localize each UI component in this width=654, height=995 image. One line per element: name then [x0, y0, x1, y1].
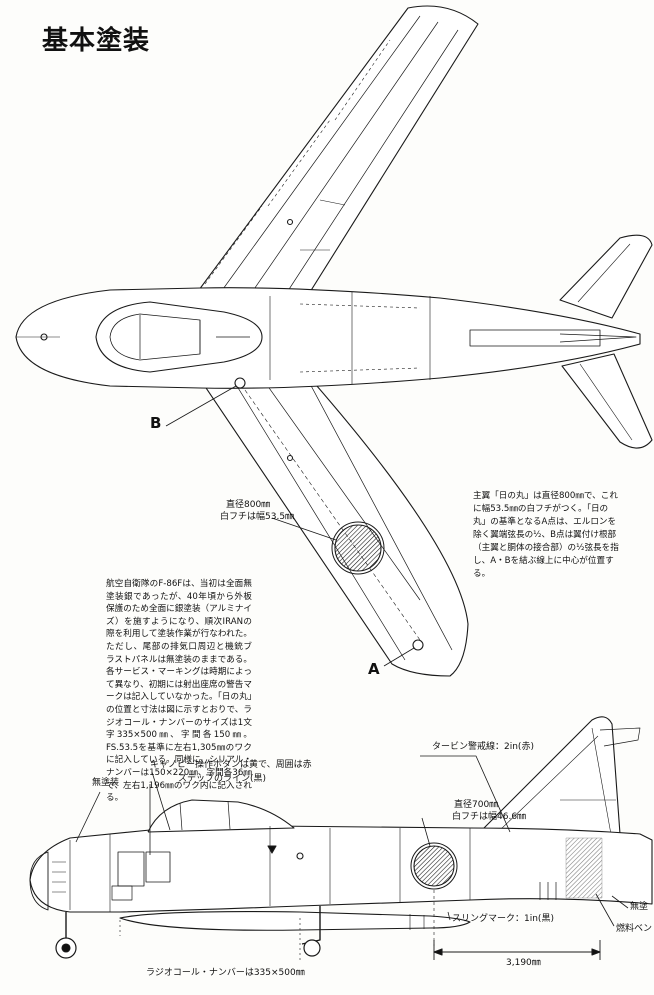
page-title: 基本塗装 — [42, 26, 151, 56]
lower-stabilizer — [561, 353, 653, 449]
main-wing-note: 主翼「日の丸」は直径800㎜で、これに幅53.5㎜の白フチがつく。「日の丸」の基… — [473, 491, 619, 579]
drop-tank — [119, 911, 471, 931]
fuselage-side — [29, 825, 653, 913]
side-canopy — [147, 799, 295, 833]
turbine-warning-note: タービン警戒線：2in(赤) — [432, 742, 534, 752]
canopy-button-note: キャノピー操作ボタンは黄で、周囲は赤 — [150, 760, 312, 770]
radio-call-number-note: ラジオコール・ナンバーは335×500㎜ — [146, 968, 305, 978]
fuselage-roundel-diameter: 直径700㎜ — [454, 800, 499, 810]
top-view-aircraft — [15, 5, 653, 677]
wing-roundel-diameter: 直径800㎜ — [226, 500, 271, 510]
side-view-aircraft — [29, 716, 653, 960]
wing-roundel-border: 白フチは幅53.5㎜ — [220, 512, 295, 522]
point-a-label: A — [368, 660, 380, 678]
lower-wing — [197, 375, 469, 677]
fuel-vent-label: 燃料ベント — [616, 924, 654, 934]
description-text: 航空自衛隊のF-86Fは、当初は全面無塗装銀であったが、40年頃から外板保護のた… — [106, 579, 253, 804]
fuselage-top — [15, 287, 641, 389]
dimension-label: 3,190㎜ — [506, 958, 541, 968]
upper-stabilizer — [559, 234, 653, 319]
top-canopy — [95, 301, 263, 373]
upper-wing — [192, 5, 479, 301]
fuselage-roundel-border: 白フチは幅46.6㎜ — [452, 812, 527, 822]
unpainted-label: 無塗装 — [92, 778, 120, 788]
step-line-note: ステップのライン(黒) — [178, 774, 267, 784]
fuselage-roundel — [413, 845, 455, 887]
wing-roundel — [334, 524, 382, 572]
point-b-label: B — [150, 414, 162, 432]
vertical-fin — [479, 716, 621, 835]
sling-mark-note: スリングマーク：1in(黒) — [452, 914, 554, 924]
unpainted-tail-label: 無塗 — [630, 902, 649, 912]
